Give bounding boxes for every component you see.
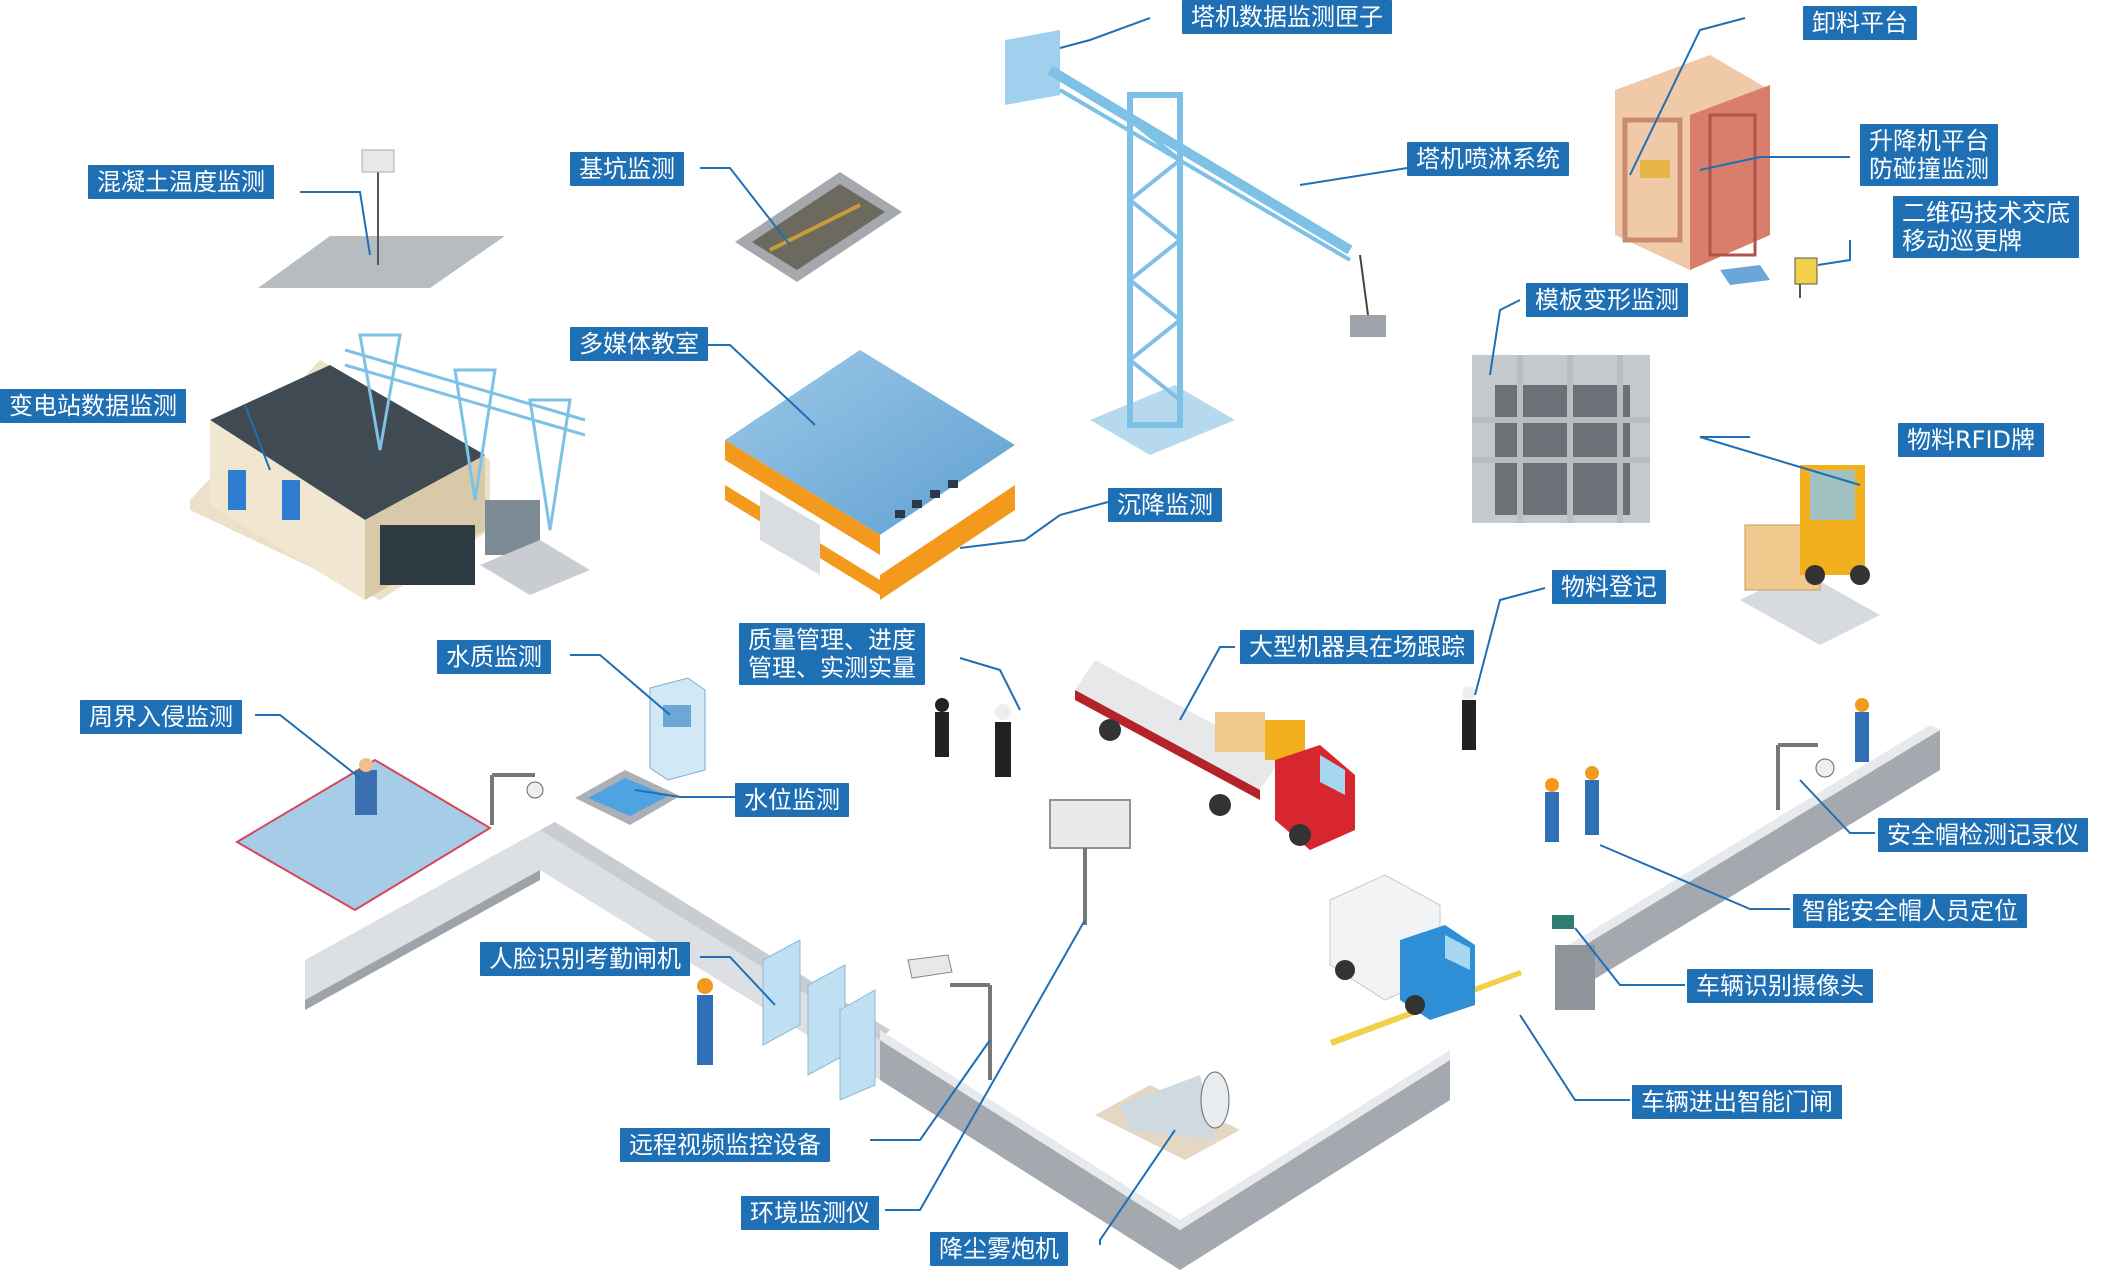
qr-patrol-sign-icon bbox=[1794, 257, 1818, 298]
perimeter-camera-icon bbox=[490, 773, 544, 825]
residential-building-icon bbox=[1615, 55, 1770, 285]
label-lift-platform: 升降机平台 防碰撞监测 bbox=[1860, 124, 1998, 186]
label-env-monitor: 环境监测仪 bbox=[741, 1196, 879, 1230]
label-vehicle-cam: 车辆识别摄像头 bbox=[1687, 969, 1873, 1003]
label-quality-line2: 管理、实测实量 bbox=[748, 654, 916, 682]
label-settlement: 沉降监测 bbox=[1108, 488, 1222, 522]
label-video: 远程视频监控设备 bbox=[620, 1128, 830, 1162]
label-concrete-temp: 混凝土温度监测 bbox=[88, 165, 274, 199]
perimeter-zone-icon bbox=[235, 758, 492, 912]
managers-figures-icon bbox=[935, 686, 1476, 777]
label-fog-cannon: 降尘雾炮机 bbox=[930, 1232, 1068, 1266]
label-rfid: 物料RFID牌 bbox=[1898, 423, 2045, 457]
label-helmet-check: 安全帽检测记录仪 bbox=[1878, 818, 2088, 852]
box-truck-icon bbox=[1329, 874, 1475, 1020]
label-helmet-locate: 智能安全帽人员定位 bbox=[1793, 894, 2027, 928]
env-monitor-board-icon bbox=[1049, 799, 1131, 925]
formwork-frame-icon bbox=[1472, 355, 1650, 523]
label-qr-patrol: 二维码技术交底 移动巡更牌 bbox=[1893, 196, 2079, 258]
label-lift-line2: 防碰撞监测 bbox=[1869, 155, 1989, 183]
perimeter-wall bbox=[305, 725, 1940, 1270]
label-lift-line1: 升降机平台 bbox=[1869, 127, 1989, 155]
vehicle-camera-icon bbox=[1552, 915, 1574, 929]
concrete-slab-icon bbox=[258, 149, 505, 288]
label-vehicle-gate: 车辆进出智能门闸 bbox=[1632, 1085, 1842, 1119]
label-tower-box: 塔机数据监测匣子 bbox=[1182, 0, 1392, 34]
label-water-level: 水位监测 bbox=[735, 783, 849, 817]
face-gate-icon bbox=[762, 939, 876, 1101]
label-perimeter: 周界入侵监测 bbox=[80, 700, 242, 734]
substation-building-icon bbox=[190, 360, 490, 600]
label-foundation-pit: 基坑监测 bbox=[570, 152, 684, 186]
classroom-building-icon bbox=[725, 350, 1015, 600]
label-formwork: 模板变形监测 bbox=[1526, 283, 1688, 317]
label-quality-management: 质量管理、进度 管理、实测实量 bbox=[739, 623, 925, 685]
label-quality-line1: 质量管理、进度 bbox=[748, 626, 916, 654]
label-tower-spray: 塔机喷淋系统 bbox=[1407, 142, 1569, 176]
water-quality-cabinet-icon bbox=[649, 677, 706, 781]
label-classroom: 多媒体教室 bbox=[570, 327, 708, 361]
label-face-gate: 人脸识别考勤闸机 bbox=[480, 942, 690, 976]
label-material-reg: 物料登记 bbox=[1552, 570, 1666, 604]
label-water-quality: 水质监测 bbox=[437, 640, 551, 674]
helmet-check-camera-icon bbox=[1776, 743, 1835, 810]
label-unload-platform: 卸料平台 bbox=[1803, 6, 1917, 40]
fog-cannon-icon bbox=[1095, 1071, 1240, 1160]
tower-crane-icon bbox=[1005, 30, 1386, 455]
power-tower-icon bbox=[344, 333, 586, 531]
workers-figures-icon bbox=[697, 698, 1869, 1065]
transformer-icon bbox=[480, 500, 590, 595]
leader-lines bbox=[244, 17, 1875, 1245]
flatbed-truck-icon bbox=[1075, 660, 1355, 850]
label-qr-line1: 二维码技术交底 bbox=[1902, 199, 2070, 227]
forklift-icon bbox=[1740, 465, 1880, 645]
video-camera-icon bbox=[907, 954, 992, 1080]
label-qr-line2: 移动巡更牌 bbox=[1902, 227, 2022, 255]
water-tank-icon bbox=[575, 770, 680, 825]
label-substation: 变电站数据监测 bbox=[0, 389, 186, 423]
foundation-pit-icon bbox=[735, 172, 902, 282]
label-machine-track: 大型机器具在场跟踪 bbox=[1240, 630, 1474, 664]
